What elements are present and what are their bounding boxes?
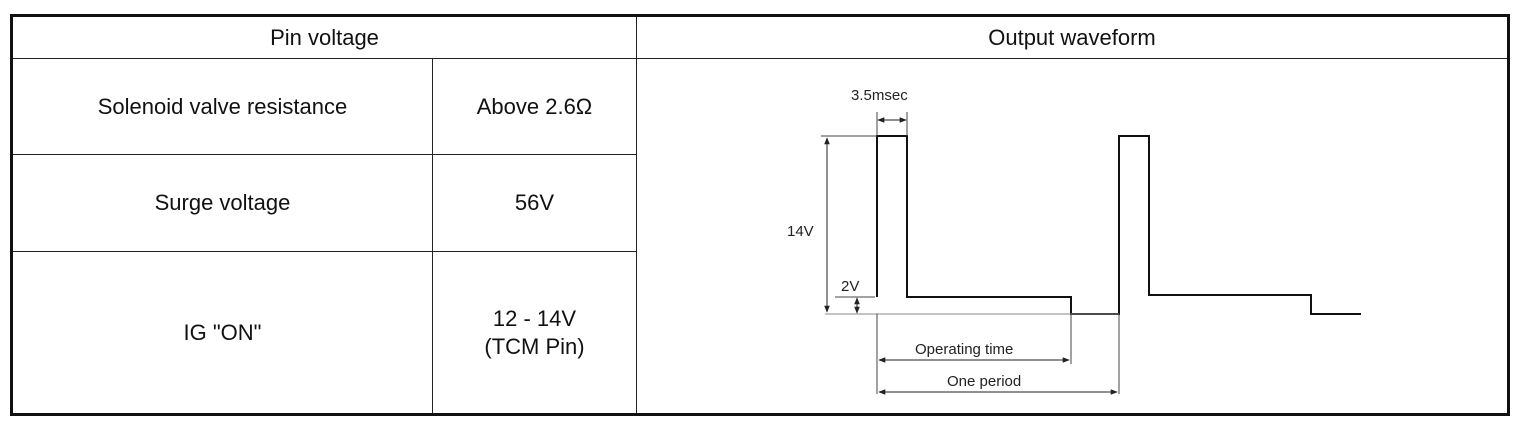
- spec-table: Pin voltage Output waveform Solenoid val…: [10, 14, 1510, 416]
- low-level-label: 2V: [841, 278, 859, 295]
- header-output-waveform-text: Output waveform: [988, 24, 1156, 50]
- row-value-text: Above 2.6Ω: [476, 93, 593, 119]
- row-label-surge: Surge voltage: [13, 155, 432, 251]
- header-divider: [13, 58, 1507, 59]
- column-divider-value: [432, 59, 433, 413]
- one-period-label: One period: [947, 373, 1021, 390]
- pulse-width-label: 3.5msec: [851, 87, 908, 104]
- row-label-ig-on: IG "ON": [13, 252, 432, 413]
- row-label-resistance: Solenoid valve resistance: [13, 59, 432, 154]
- row-label-text: Solenoid valve resistance: [97, 93, 348, 119]
- row-divider-2: [13, 251, 636, 252]
- header-output-waveform: Output waveform: [637, 17, 1507, 58]
- column-divider-main: [636, 17, 637, 413]
- high-level-label: 14V: [787, 223, 814, 240]
- row-value-line2: (TCM Pin): [484, 333, 585, 359]
- signal-trace: [876, 135, 1361, 315]
- header-pin-voltage: Pin voltage: [13, 17, 636, 58]
- output-waveform-diagram: 3.5msec 14V 2V Operating time One period: [787, 87, 1361, 395]
- header-pin-voltage-text: Pin voltage: [270, 24, 379, 50]
- row-value-ig-on: 12 - 14V (TCM Pin): [433, 252, 636, 413]
- row-value-line1: 12 - 14V: [492, 305, 577, 331]
- row-value-text: 56V: [514, 190, 555, 215]
- row-divider-1: [13, 154, 636, 155]
- row-label-text: Surge voltage: [154, 190, 291, 215]
- row-value-resistance: Above 2.6Ω: [433, 59, 636, 154]
- row-value-surge: 56V: [433, 155, 636, 251]
- row-label-text: IG "ON": [183, 319, 262, 345]
- operating-time-label: Operating time: [915, 341, 1013, 358]
